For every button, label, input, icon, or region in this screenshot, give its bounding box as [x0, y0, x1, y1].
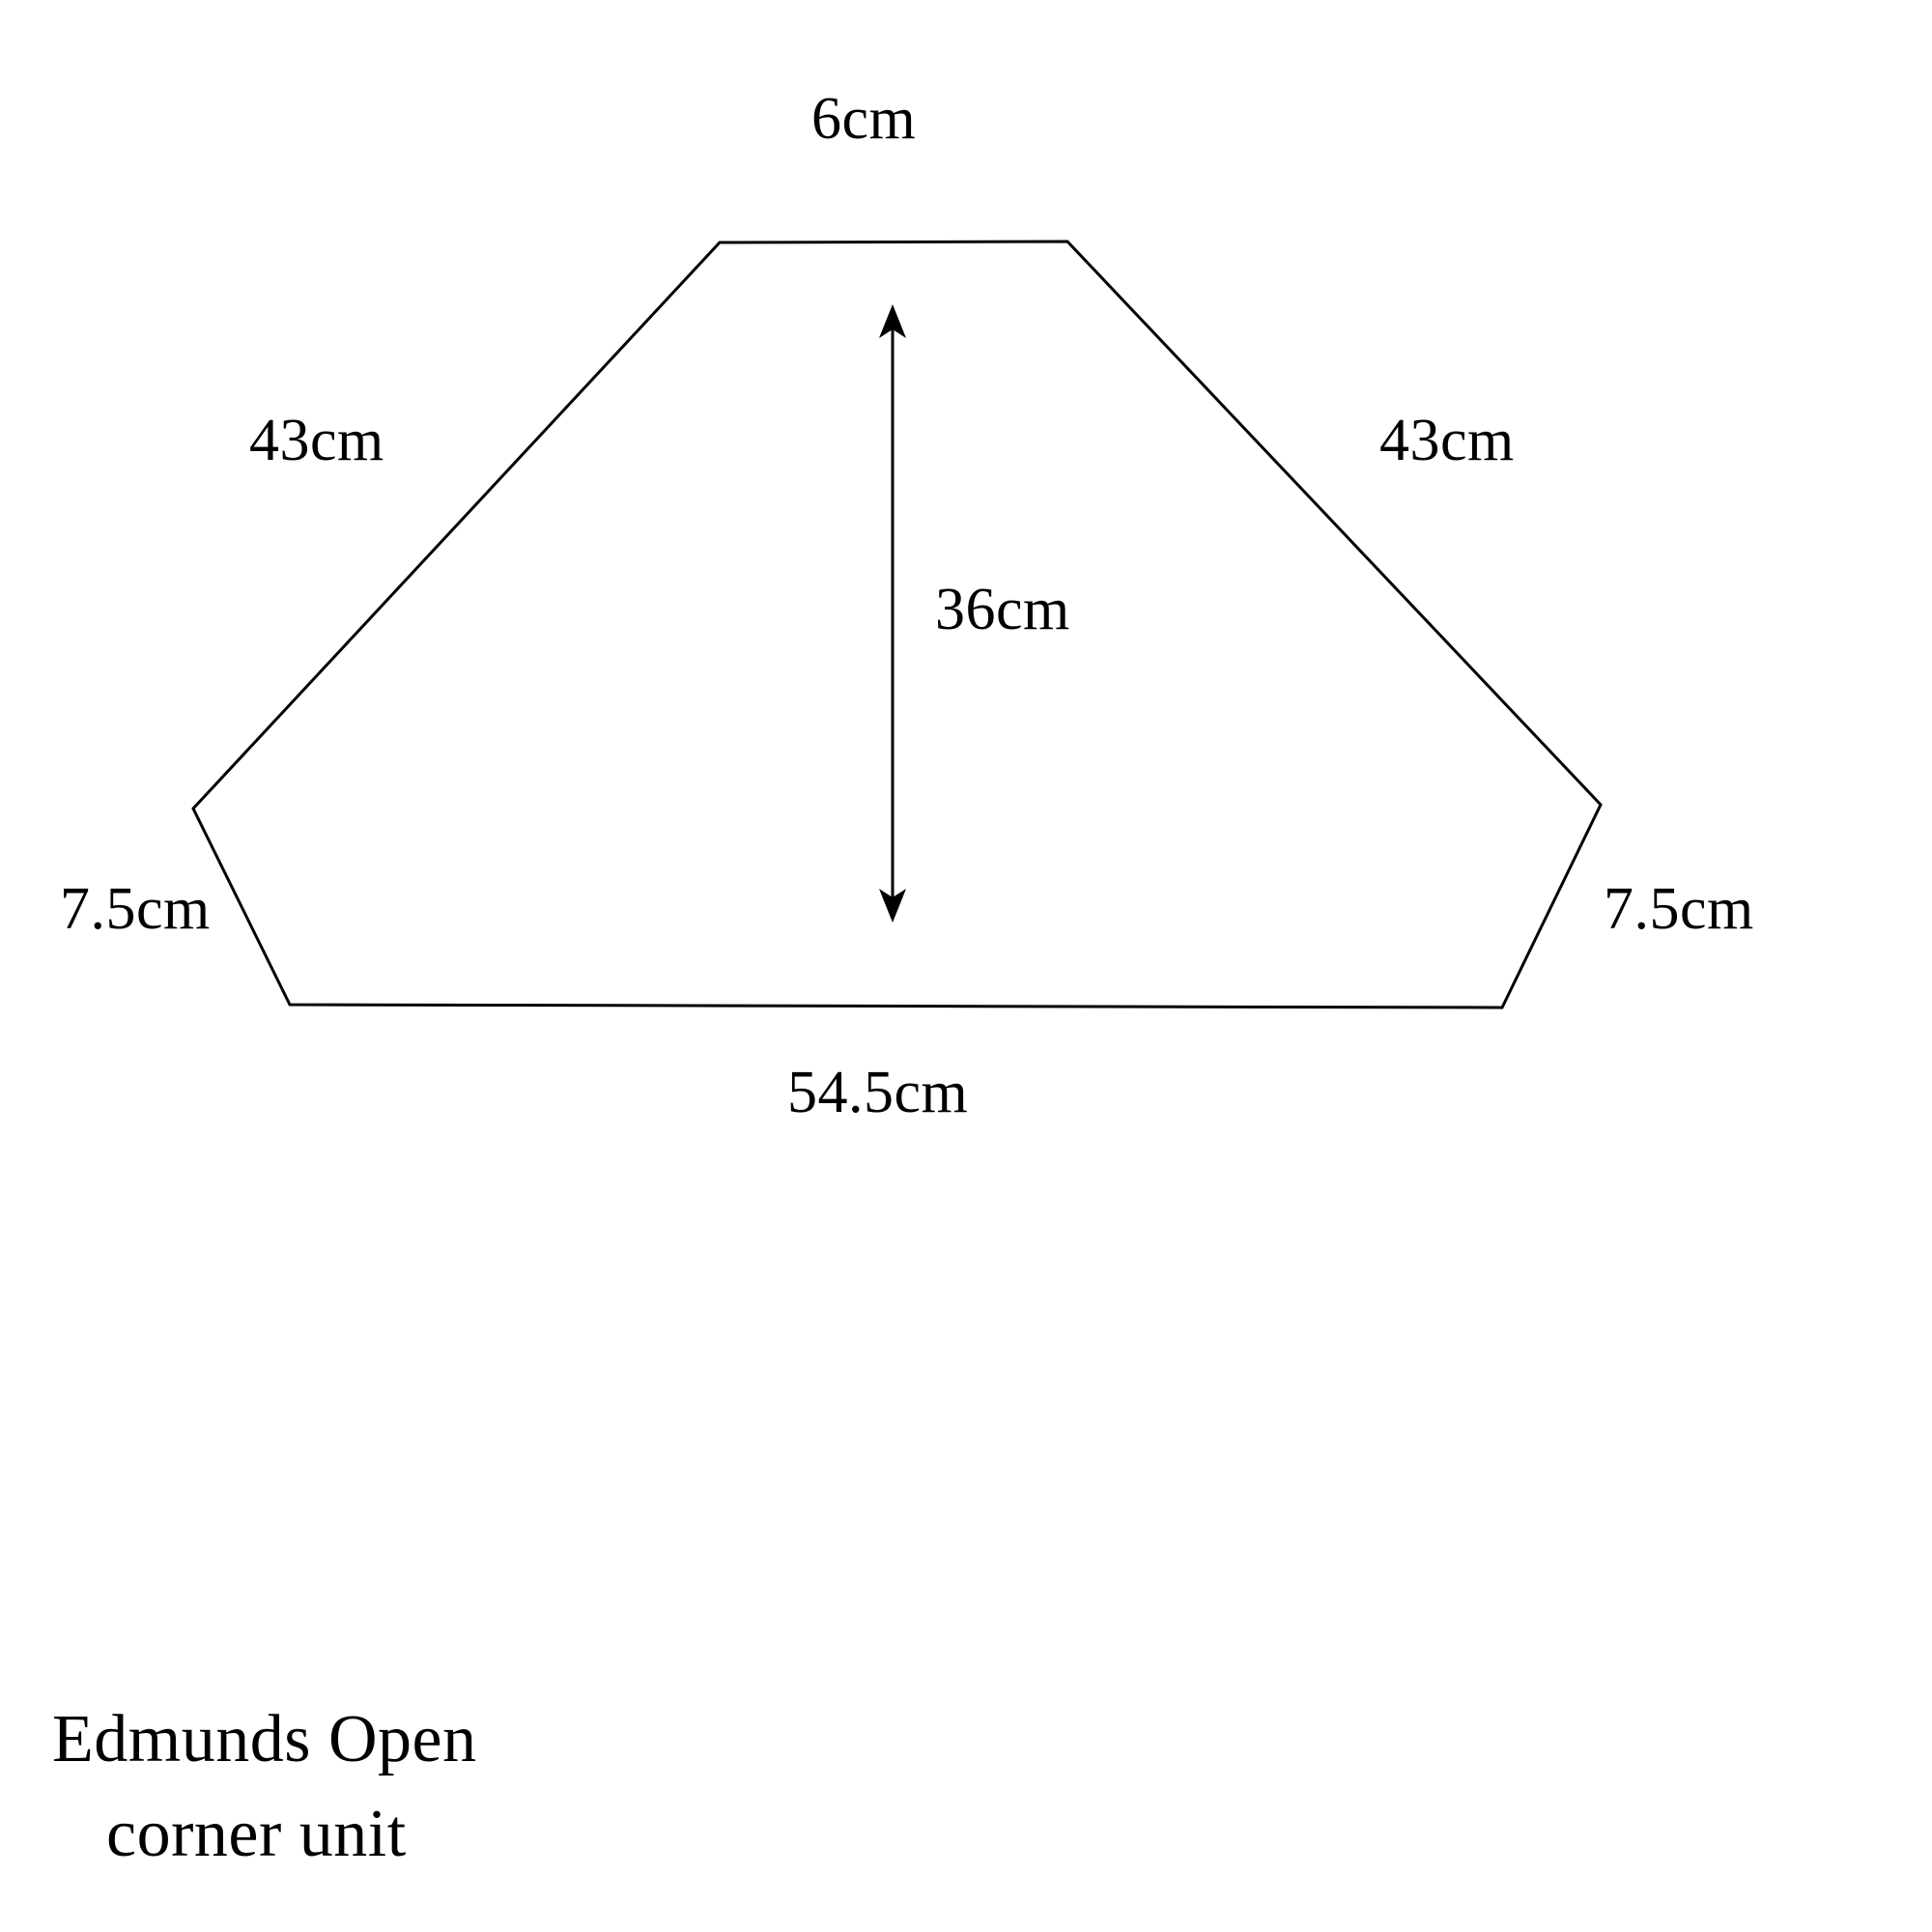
dimension-label-right-slant: 43cm — [1379, 408, 1515, 473]
caption-line-primary: Edmunds Open — [52, 1702, 477, 1776]
drawing-caption: Edmunds Open corner unit — [46, 1702, 587, 1873]
dimension-label-left-chamfer: 7.5cm — [60, 876, 211, 942]
dimension-label-bottom: 54.5cm — [787, 1060, 969, 1125]
corner-unit-outline — [191, 240, 1603, 1009]
arrowhead-down-icon — [879, 889, 906, 923]
height-dimension-arrow — [879, 304, 906, 923]
dimension-label-right-chamfer: 7.5cm — [1604, 876, 1754, 942]
dimension-label-left-slant: 43cm — [249, 408, 384, 473]
caption-line-secondary: corner unit — [106, 1797, 407, 1872]
arrowhead-up-icon — [879, 304, 906, 338]
dimension-label-height: 36cm — [935, 577, 1070, 642]
dimension-label-top: 6cm — [811, 86, 917, 152]
